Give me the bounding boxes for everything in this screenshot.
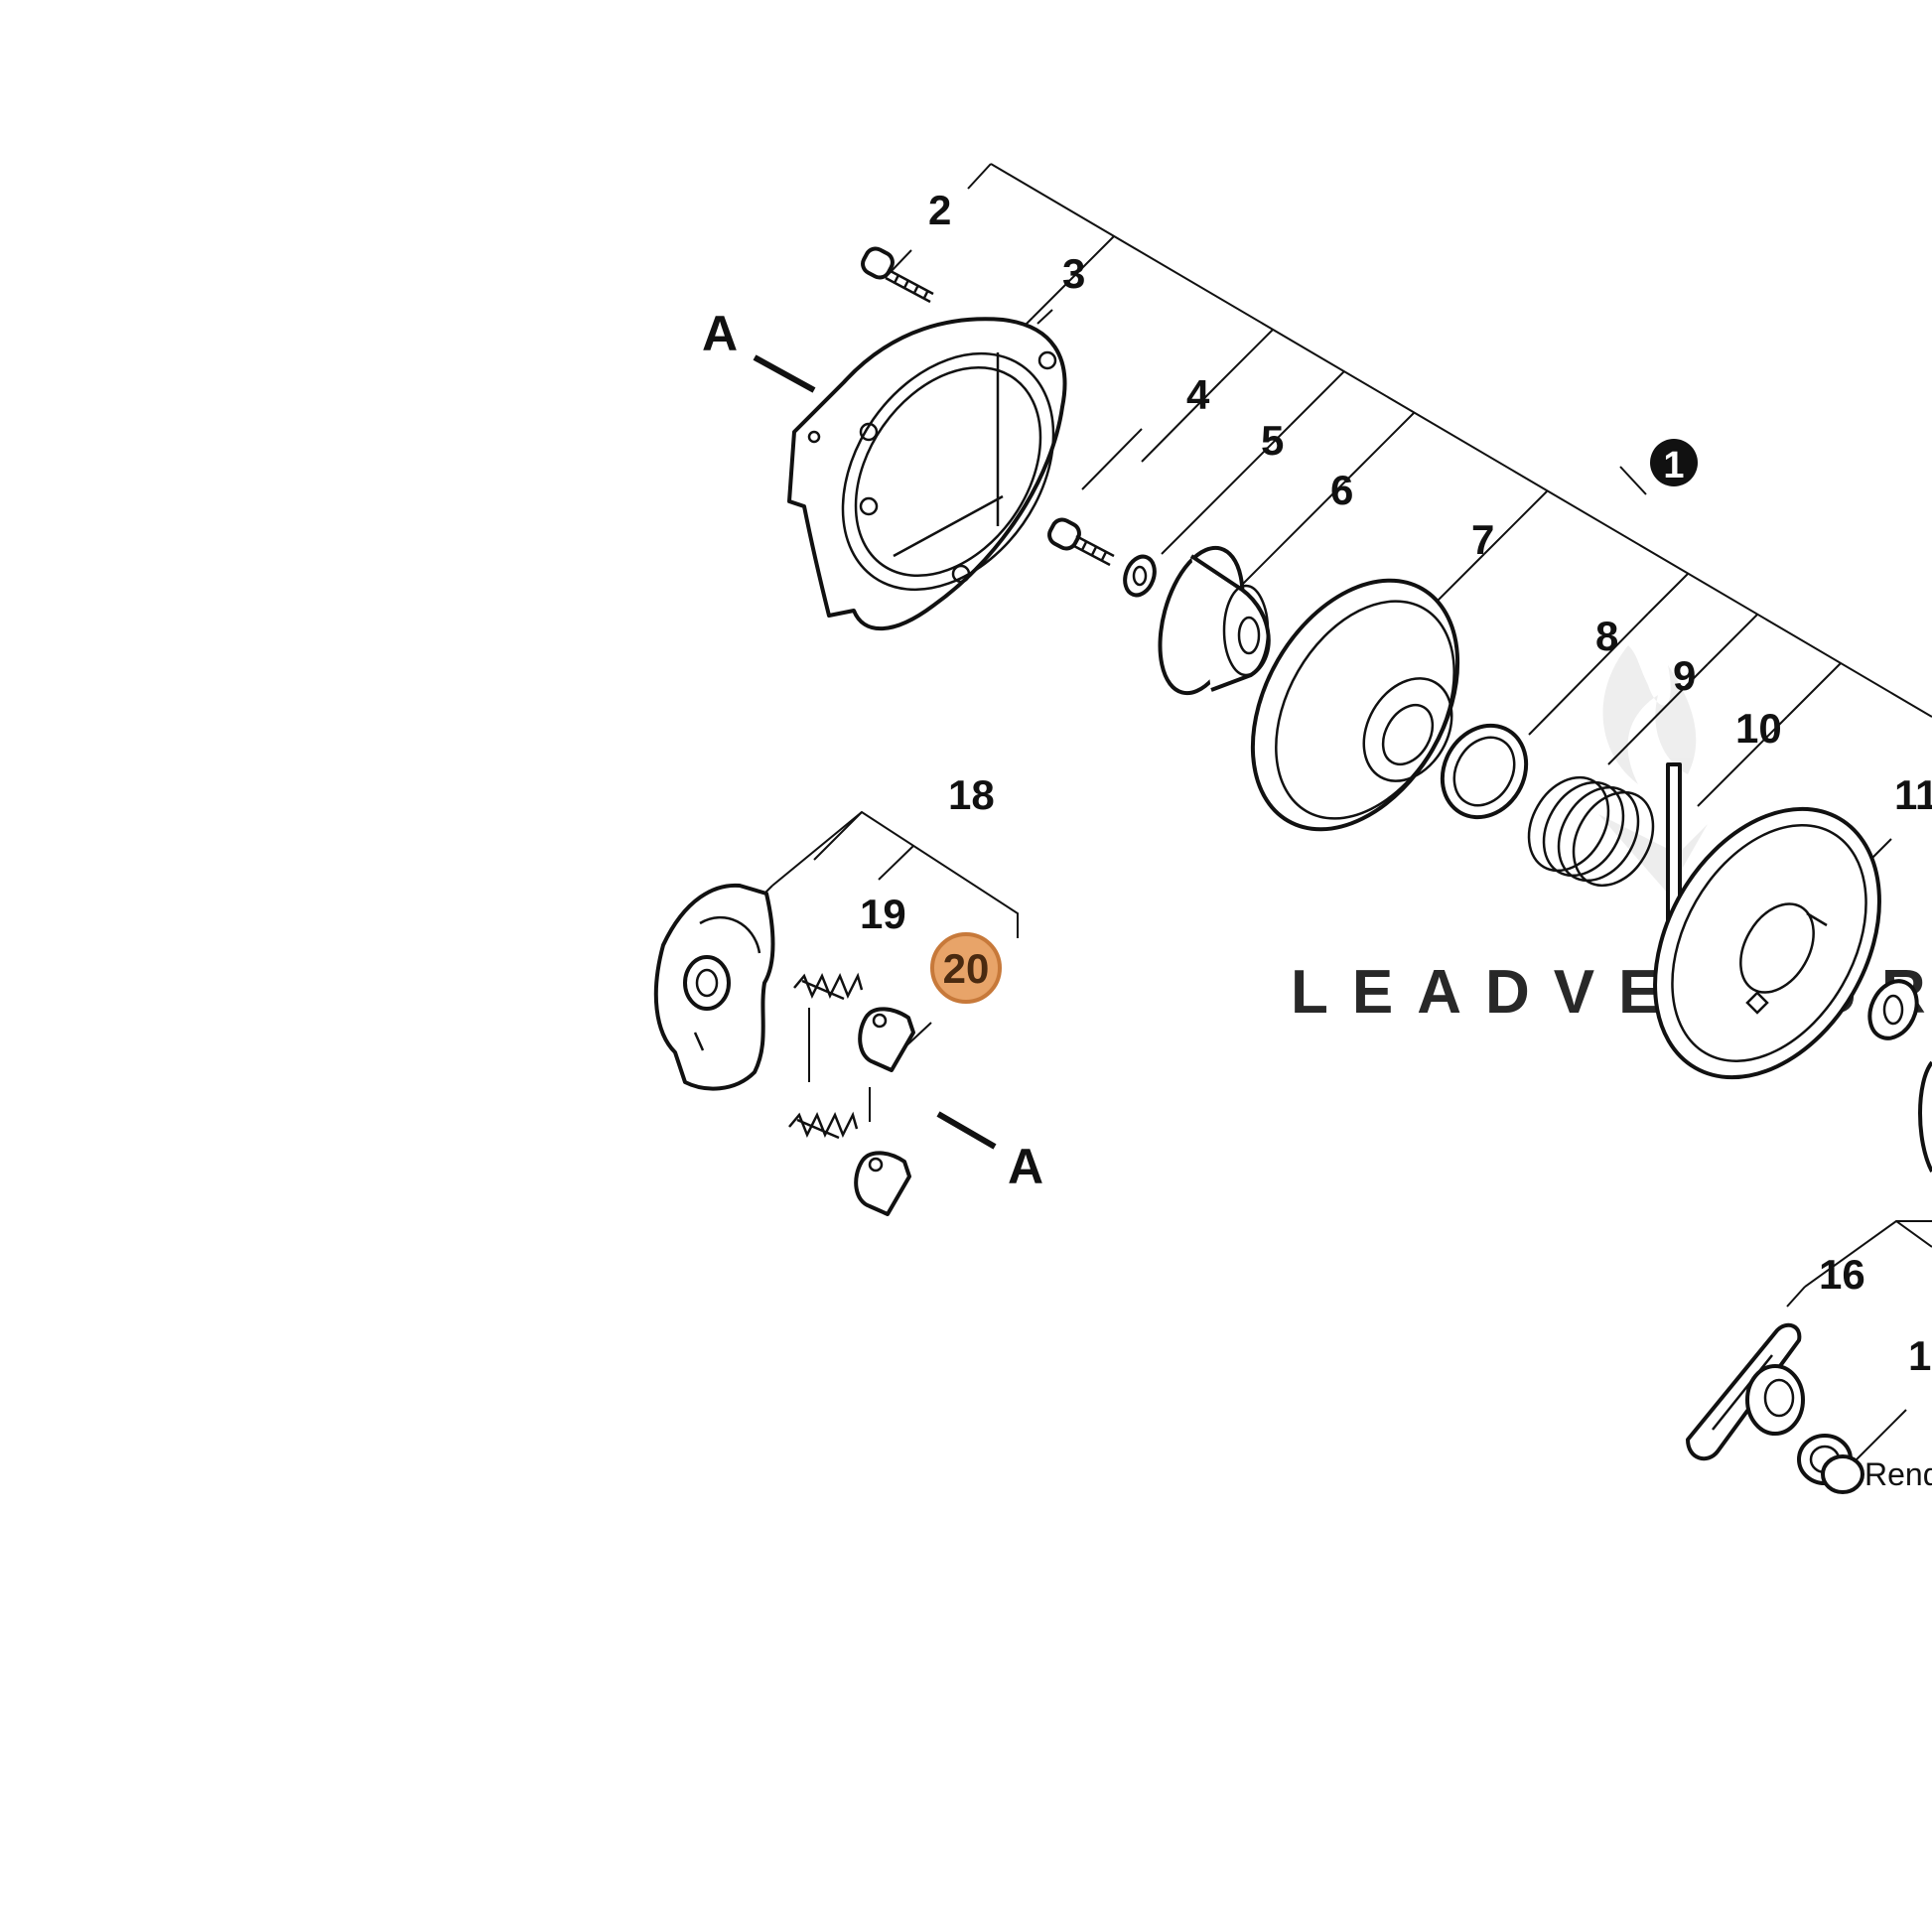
part-3-housing	[787, 317, 1067, 631]
ref-a-top: A	[702, 306, 738, 361]
part-4-bolt	[1047, 517, 1115, 567]
label-6: 6	[1330, 467, 1353, 513]
label-9: 9	[1673, 652, 1696, 699]
label-5: 5	[1261, 417, 1284, 464]
label-19: 19	[860, 891, 906, 937]
label-8: 8	[1595, 613, 1618, 659]
label-17: 1	[1908, 1332, 1931, 1379]
assembly-bracket	[967, 163, 1932, 718]
label-7: 7	[1471, 516, 1494, 563]
ref-a-bottom: A	[1008, 1139, 1043, 1194]
part-16-handle	[1686, 1322, 1805, 1461]
part-labels: 2 3 4 5 6 7 8 9 10 11 16 1 18 19 20 A A …	[702, 187, 1932, 1492]
right-washer	[1867, 979, 1919, 1040]
part-2-bolt	[861, 246, 934, 304]
label-16: 16	[1819, 1251, 1865, 1298]
label-2: 2	[928, 187, 951, 233]
label-11: 11	[1894, 771, 1932, 818]
part-17-grommet	[1797, 1434, 1864, 1494]
label-18: 18	[948, 771, 995, 818]
label-4: 4	[1186, 371, 1210, 418]
part-8-spring-cap	[1440, 723, 1529, 820]
label-10: 10	[1735, 705, 1782, 752]
part-9-spring	[1527, 775, 1655, 888]
cut-off-text: Rende	[1864, 1456, 1932, 1492]
right-edge-part	[1918, 1060, 1932, 1173]
part-7-rotor	[1250, 578, 1460, 832]
part-5-washer	[1123, 554, 1157, 598]
assembly-marker-number: 1	[1663, 445, 1684, 486]
label-20: 20	[943, 945, 990, 992]
part-6-hub	[1158, 545, 1271, 696]
label-3: 3	[1062, 250, 1085, 297]
ref-a-top-pointer	[753, 354, 816, 393]
part-19-springs	[788, 972, 864, 1140]
part-11-spring-housing	[1653, 806, 1881, 1080]
part-20-highlight	[930, 932, 1002, 1004]
ref-a-bottom-pointer	[936, 1111, 997, 1150]
part-18-carrier	[653, 883, 775, 1091]
assembly-marker-badge	[1650, 439, 1698, 486]
part-20-pawls	[854, 1007, 915, 1216]
